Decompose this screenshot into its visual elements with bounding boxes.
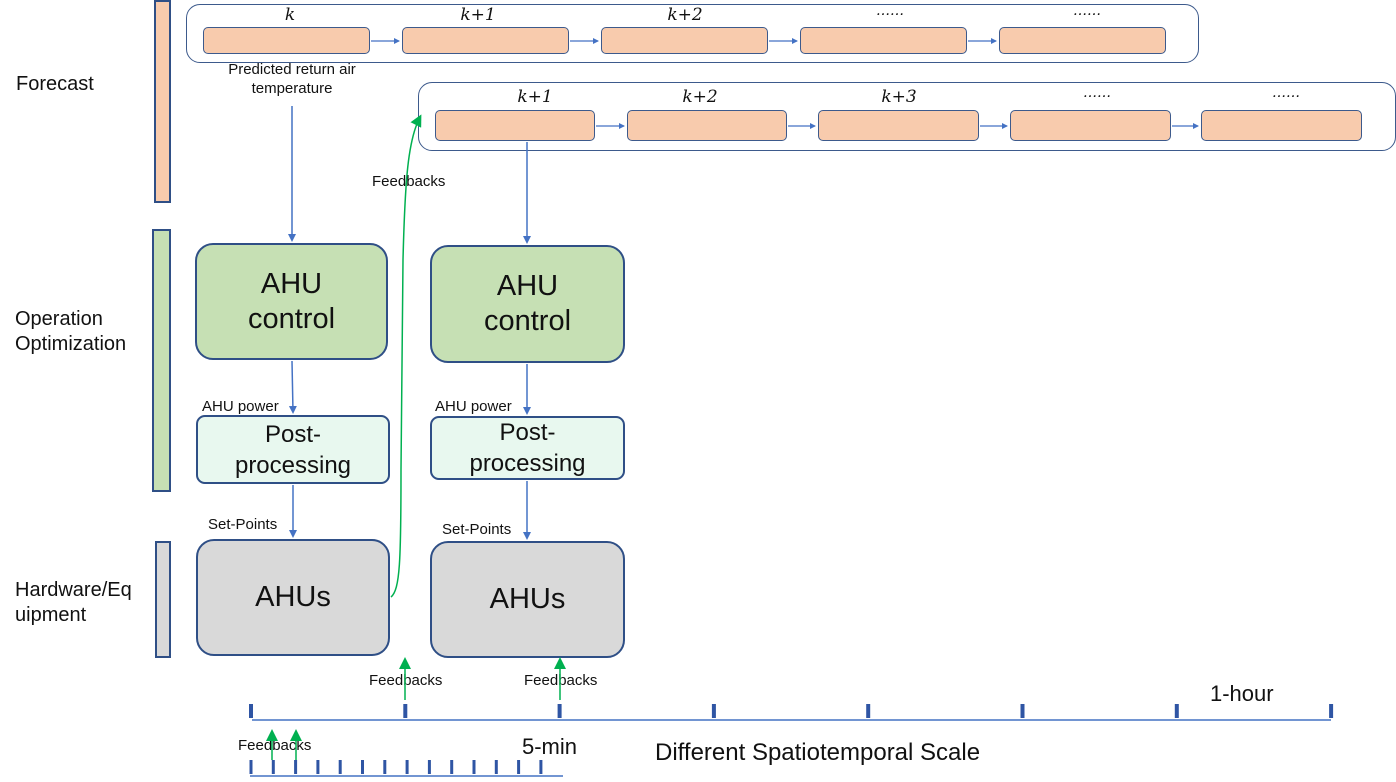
post-processing-box: Post- processing bbox=[196, 415, 390, 484]
five-min-tick bbox=[271, 760, 275, 774]
hour-tick bbox=[711, 704, 716, 718]
layer-label-hardware: Hardware/Eq uipment bbox=[15, 579, 132, 626]
five-min-scale-label: 5-min bbox=[522, 734, 578, 759]
step-label: k+3 bbox=[881, 87, 917, 107]
hour-tick bbox=[249, 704, 253, 718]
step-label: …… bbox=[1272, 85, 1300, 101]
five-min-tick bbox=[427, 760, 431, 774]
feedback-curve bbox=[390, 114, 422, 598]
set-points-label: Set-Points bbox=[208, 516, 278, 533]
step-label: k+1 bbox=[517, 87, 553, 107]
step-label: …… bbox=[1073, 3, 1101, 19]
operation-band bbox=[152, 229, 171, 492]
five-min-tick bbox=[517, 760, 521, 774]
forecast-step bbox=[1010, 110, 1171, 141]
five-min-tick bbox=[338, 760, 342, 774]
forecast-step bbox=[601, 27, 768, 54]
timeline-title: Different Spatiotemporal Scale bbox=[655, 739, 981, 766]
forecast-step bbox=[999, 27, 1166, 54]
hour-tick bbox=[557, 704, 562, 718]
feedback-arrows bbox=[266, 657, 566, 760]
forecast-step bbox=[435, 110, 595, 141]
five-min-tick bbox=[294, 760, 298, 774]
five-min-tick bbox=[405, 760, 409, 774]
five-min-tick bbox=[316, 760, 320, 774]
flow-arrows-column1 bbox=[288, 106, 297, 538]
step-label: k+2 bbox=[667, 5, 703, 25]
step-label: …… bbox=[876, 3, 904, 19]
five-min-tick bbox=[539, 760, 543, 774]
hour-tick bbox=[1174, 704, 1179, 718]
layer-label-operation: Operation Optimization bbox=[15, 308, 127, 355]
hour-tick bbox=[866, 704, 871, 718]
step-label: k+1 bbox=[460, 5, 496, 25]
hardware-band bbox=[155, 541, 171, 658]
five-min-tick bbox=[494, 760, 498, 774]
feedbacks-label: Feedbacks bbox=[238, 737, 312, 754]
set-points-label: Set-Points bbox=[442, 521, 512, 538]
step-label: k bbox=[284, 5, 296, 25]
forecast-step bbox=[1201, 110, 1362, 141]
forecast-step bbox=[402, 27, 569, 54]
hour-timeline bbox=[249, 704, 1334, 721]
five-min-tick bbox=[361, 760, 364, 774]
five-min-tick bbox=[450, 760, 454, 774]
ahus-box: AHUs bbox=[430, 541, 625, 658]
hour-tick bbox=[1020, 704, 1025, 718]
feedbacks-label: Feedbacks bbox=[372, 173, 446, 190]
forecast-step bbox=[203, 27, 370, 54]
hour-scale-label: 1-hour bbox=[1210, 681, 1274, 706]
post-processing-box: Post- processing bbox=[430, 416, 625, 480]
predicted-return-air-label: Predicted return air temperature bbox=[228, 61, 356, 97]
forecast-step bbox=[818, 110, 979, 141]
ahu-power-label: AHU power bbox=[202, 398, 279, 415]
five-min-tick bbox=[472, 760, 476, 774]
ahus-box: AHUs bbox=[196, 539, 390, 656]
ahu-control-box: AHU control bbox=[195, 243, 388, 360]
hour-tick bbox=[403, 704, 408, 718]
step-label: …… bbox=[1083, 85, 1111, 101]
forecast-step bbox=[800, 27, 967, 54]
ahu-control-box: AHU control bbox=[430, 245, 625, 363]
five-min-timeline bbox=[249, 760, 563, 777]
five-min-tick bbox=[383, 760, 387, 774]
forecast-band bbox=[154, 0, 171, 203]
hour-tick bbox=[1329, 704, 1334, 718]
layer-label-forecast: Forecast bbox=[16, 73, 94, 95]
step-label: k+2 bbox=[682, 87, 718, 107]
five-min-tick bbox=[249, 760, 253, 774]
forecast-step bbox=[627, 110, 787, 141]
ahu-power-label: AHU power bbox=[435, 398, 512, 415]
